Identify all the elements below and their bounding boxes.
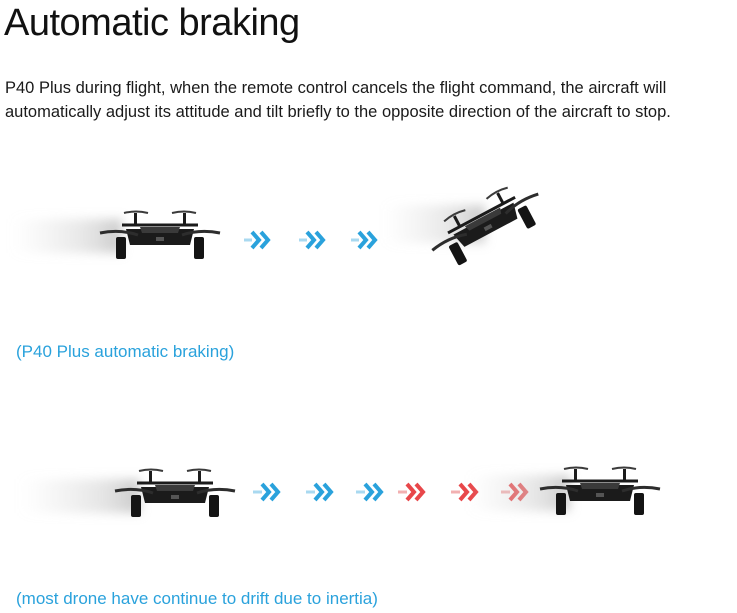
arrow-group <box>260 482 280 502</box>
arrow-group <box>357 230 377 250</box>
page-title: Automatic braking <box>4 2 300 44</box>
drift-illustration <box>0 455 737 535</box>
arrow-group <box>363 482 383 502</box>
caption-drift: (most drone have continue to drift due t… <box>16 589 378 608</box>
braking-illustration-svg <box>12 185 552 275</box>
arrow-group <box>313 482 333 502</box>
arrow-group <box>250 230 270 250</box>
description-text: P40 Plus during flight, when the remote … <box>5 79 671 121</box>
arrow-group <box>305 230 325 250</box>
drift-illustration-svg <box>20 466 662 519</box>
motion-blur-trail <box>12 219 122 253</box>
caption-braking: (P40 Plus automatic braking) <box>16 342 235 361</box>
arrow-group <box>405 482 425 502</box>
motion-blur-trail <box>470 475 570 511</box>
braking-illustration <box>0 185 737 275</box>
motion-blur-trail <box>20 479 140 513</box>
